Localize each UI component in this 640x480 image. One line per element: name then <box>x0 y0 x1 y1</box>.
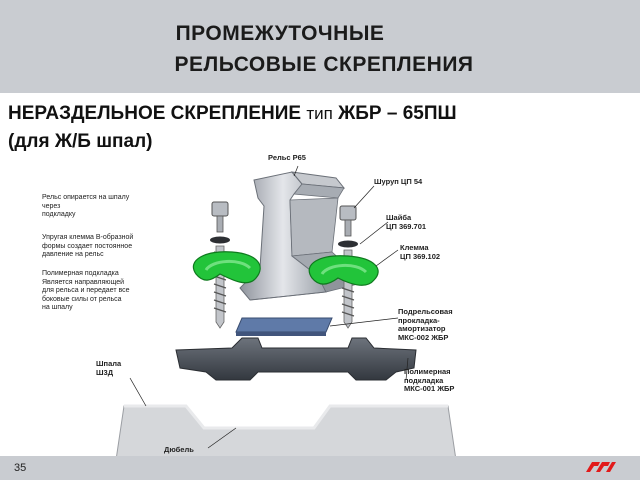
subtitle-type-word: тип <box>306 104 333 123</box>
polymer-sole-plate <box>175 337 417 381</box>
title-bar <box>0 0 640 93</box>
diagram-illustration <box>115 165 457 461</box>
page-number: 35 <box>14 462 27 474</box>
rail-fastening-diagram: Рельс опирается на шпалу через подкладку… <box>36 152 476 461</box>
subtitle-part1: НЕРАЗДЕЛЬНОЕ СКРЕПЛЕНИЕ <box>8 103 307 124</box>
slide-subtitle: НЕРАЗДЕЛЬНОЕ СКРЕПЛЕНИЕ тип ЖБР – 65ПШ (… <box>8 100 638 156</box>
label-rail: Рельс Р65 <box>268 153 306 162</box>
note-polymer-sole: Полимерная подкладка Является направляющ… <box>42 270 130 311</box>
under-rail-pad <box>235 317 333 336</box>
rzd-logo-icon <box>586 462 616 472</box>
clip-left <box>192 251 261 284</box>
leader-lines <box>129 165 409 449</box>
label-polymer-sole: Полимерная подкладка МКС-001 ЖБР <box>404 367 455 393</box>
subtitle-line2: (для Ж/Б шпал) <box>8 131 153 152</box>
note-rail-support: Рельс опирается на шпалу через подкладку <box>42 194 130 218</box>
label-under-rail-pad: Подрельсовая прокладка- амортизатор МКС-… <box>398 307 453 342</box>
label-washer: Шайба ЦП 369.701 <box>386 213 427 231</box>
slide-title-line1: ПРОМЕЖУТОЧНЫЕ <box>175 22 385 45</box>
subtitle-part2: ЖБР – 65ПШ <box>332 103 457 124</box>
clip-right <box>308 255 379 286</box>
label-sleeper: Шпала Ш3Д <box>96 359 122 377</box>
slide-title-line2: РЕЛЬСОВЫЕ СКРЕПЛЕНИЯ <box>174 53 474 76</box>
label-dowel: Дюбель <box>164 445 194 454</box>
footer-bar <box>0 456 640 480</box>
label-screw: Шуруп ЦП 54 <box>374 177 423 186</box>
rail <box>239 171 359 301</box>
label-clip: Клемма ЦП 369.102 <box>400 243 441 261</box>
note-clip-pressure: Упругая клемма В-образной формы создает … <box>42 234 134 258</box>
